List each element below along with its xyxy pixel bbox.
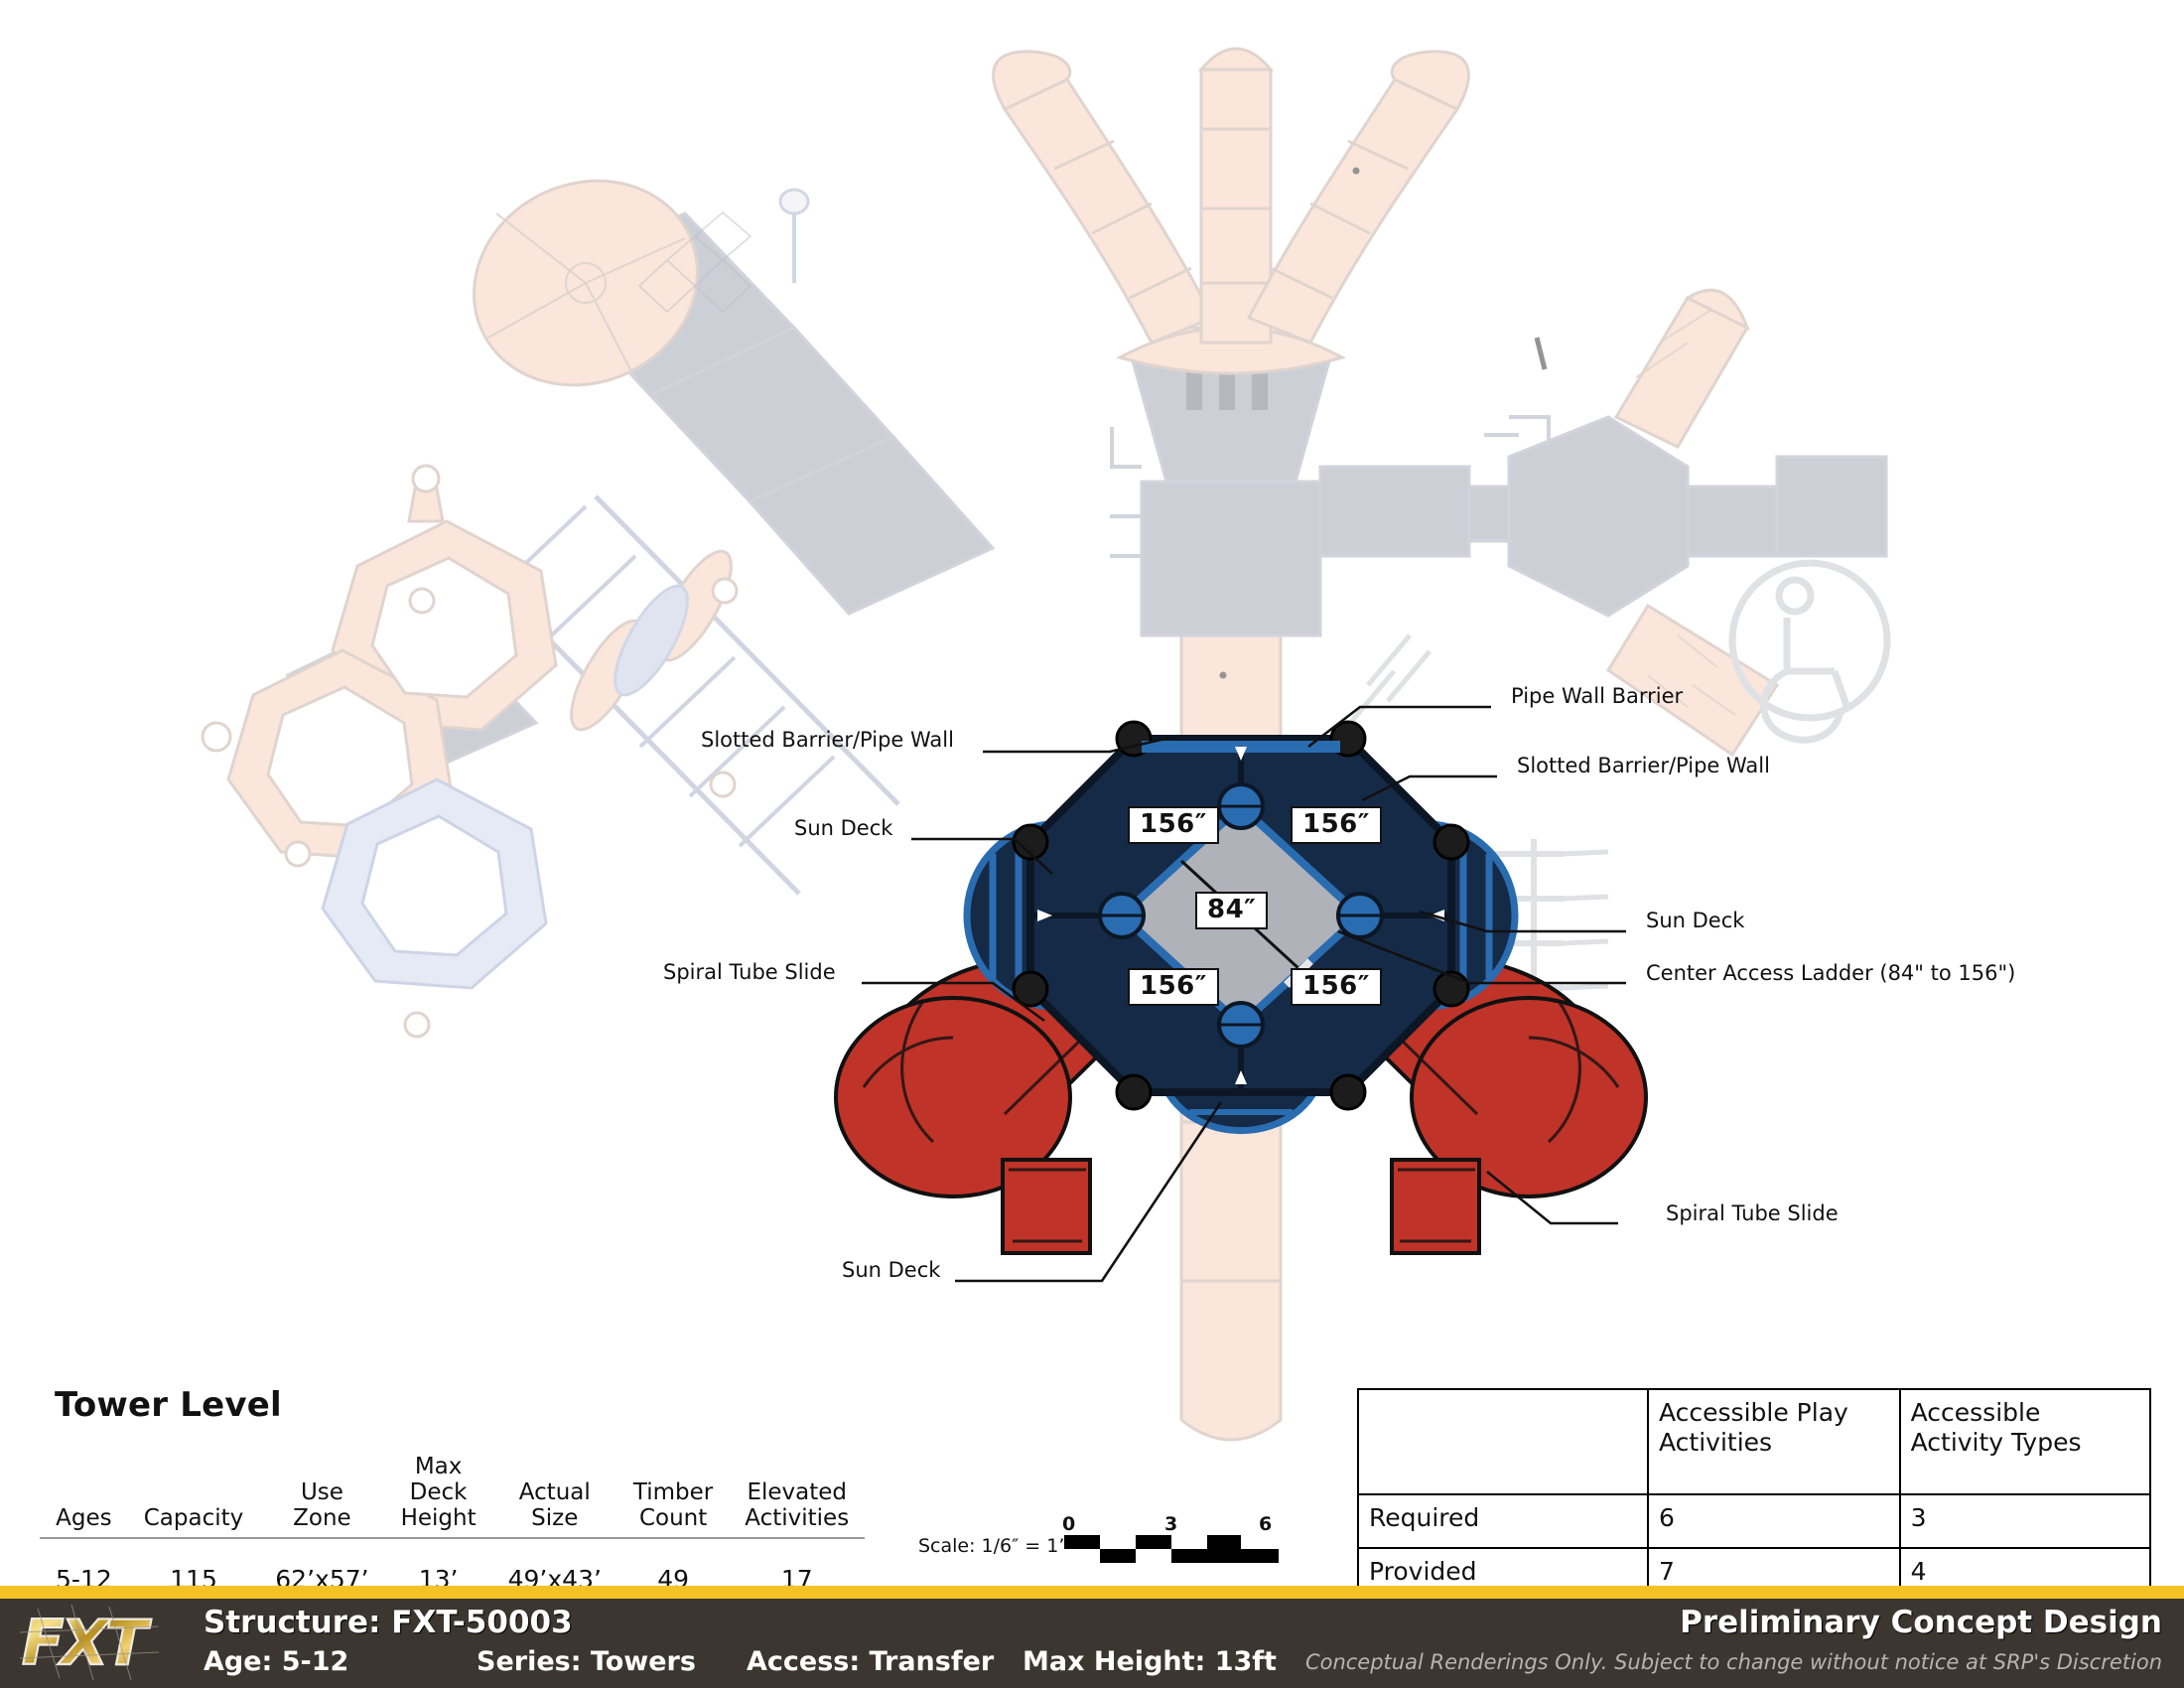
footer-preliminary-label: Preliminary Concept Design: [1680, 1605, 2162, 1640]
callout-slotted-barrier-pipe-wall-left: Slotted Barrier/Pipe Wall: [701, 728, 954, 752]
scale-tick-3: 3: [1164, 1513, 1178, 1535]
footer-series: Series: Towers: [477, 1646, 696, 1677]
callout-sun-deck-left: Sun Deck: [794, 816, 893, 840]
spec-col-actual-size: Actual Size: [491, 1455, 617, 1540]
spiral-tube-slide-right-shape: [1339, 955, 1648, 1255]
spec-col-timber-count: Timber Count: [616, 1455, 730, 1540]
accessibility-row-required-types: 3: [1898, 1493, 2152, 1549]
spec-col-max-deck-height-l2: Deck: [409, 1478, 468, 1505]
footer-gold-stripe: [0, 1586, 2184, 1599]
spec-col-ages: Ages: [40, 1455, 128, 1540]
scale-tick-6: 6: [1259, 1513, 1273, 1535]
spec-col-elevated-activities-l2: Elevated: [747, 1478, 847, 1505]
tower-spec-table: Ages Capacity Use Zone Max Deck Height A…: [40, 1454, 866, 1594]
callout-leader-lines: [862, 705, 1626, 1283]
footer-disclaimer: Conceptual Renderings Only. Subject to c…: [1304, 1650, 2162, 1674]
dimension-chip-se: 156″: [1291, 968, 1382, 1006]
page-title: Tower Level: [55, 1385, 282, 1425]
footer-age: Age: 5-12: [204, 1646, 349, 1677]
dimension-chip-center: 84″: [1195, 892, 1269, 929]
spec-col-use-zone-l2: Use: [300, 1478, 343, 1505]
spec-col-max-deck-height: Max Deck Height: [384, 1454, 492, 1540]
spec-col-max-deck-height-l1: Max: [414, 1454, 463, 1479]
accessibility-col-activity-types: Accessible Activity Types: [1898, 1388, 2152, 1495]
spec-col-actual-size-l2: Actual: [518, 1478, 591, 1505]
footer-structure: Structure: FXT-50003: [204, 1605, 573, 1640]
wheelchair-accessible-icon: [1728, 559, 1891, 744]
dimension-chip-nw: 156″: [1128, 806, 1219, 844]
tower-level-deck: [834, 720, 1648, 1255]
sun-deck-right-pod: [1388, 820, 1519, 1011]
accessibility-corner-cell: [1357, 1388, 1649, 1495]
ghosted-upper-structure: [201, 47, 1891, 1442]
footer-max-height: Max Height: 13ft: [1023, 1646, 1277, 1677]
callout-spiral-tube-slide-left: Spiral Tube Slide: [663, 960, 836, 984]
fxt-logo: FXT: [20, 1604, 159, 1681]
scale-tick-0: 0: [1062, 1513, 1076, 1535]
accessibility-row-required: Required 6 3: [1357, 1493, 2152, 1549]
accessibility-table: Accessible Play Activities Accessible Ac…: [1357, 1388, 2152, 1603]
spec-col-capacity: Capacity: [127, 1455, 260, 1540]
accessibility-row-required-play: 6: [1647, 1493, 1901, 1549]
callout-pipe-wall-barrier: Pipe Wall Barrier: [1511, 684, 1684, 708]
footer-bar: FXT Structure: FXT-50003 Age: 5-12 Serie…: [0, 1599, 2184, 1688]
callout-center-access-ladder: Center Access Ladder (84" to 156"): [1646, 961, 2016, 985]
svg-text:FXT: FXT: [22, 1607, 152, 1679]
spec-table-header-row: Ages Capacity Use Zone Max Deck Height A…: [40, 1454, 866, 1540]
spec-col-timber-count-l2: Timber: [632, 1478, 714, 1505]
scale-checker-graphic: [1064, 1535, 1279, 1563]
footer-access: Access: Transfer: [747, 1646, 995, 1677]
spec-col-ages-l3: Ages: [56, 1504, 112, 1531]
accessibility-header-row: Accessible Play Activities Accessible Ac…: [1357, 1388, 2152, 1495]
spec-col-elevated-activities: Elevated Activities: [729, 1455, 866, 1540]
spec-col-use-zone-l3: Zone: [293, 1504, 351, 1531]
spec-col-capacity-l3: Capacity: [143, 1504, 244, 1531]
scale-label: Scale: 1/6″ = 1’: [918, 1535, 1065, 1557]
callout-sun-deck-bottom: Sun Deck: [842, 1258, 941, 1282]
sun-deck-left-pod: [963, 820, 1094, 1011]
dimension-chip-ne: 156″: [1291, 806, 1382, 844]
scale-graphic: 0 3 6: [1062, 1513, 1281, 1569]
dimension-chip-sw: 156″: [1128, 968, 1219, 1006]
spec-col-timber-count-l3: Count: [638, 1504, 708, 1531]
callout-spiral-tube-slide-right: Spiral Tube Slide: [1666, 1201, 1839, 1225]
spec-col-max-deck-height-l3: Height: [400, 1504, 477, 1531]
spiral-tube-slide-left-shape: [834, 955, 1143, 1255]
sun-deck-bottom-pod: [1156, 1039, 1326, 1135]
callout-slotted-barrier-pipe-wall-right: Slotted Barrier/Pipe Wall: [1517, 754, 1770, 777]
accessibility-col-play-activities: Accessible Play Activities: [1647, 1388, 1901, 1495]
callout-sun-deck-right: Sun Deck: [1646, 909, 1745, 932]
spec-col-elevated-activities-l3: Activities: [745, 1504, 850, 1531]
spec-col-use-zone: Use Zone: [259, 1455, 385, 1540]
accessibility-row-required-label: Required: [1357, 1493, 1649, 1549]
spec-col-actual-size-l3: Size: [531, 1504, 579, 1531]
